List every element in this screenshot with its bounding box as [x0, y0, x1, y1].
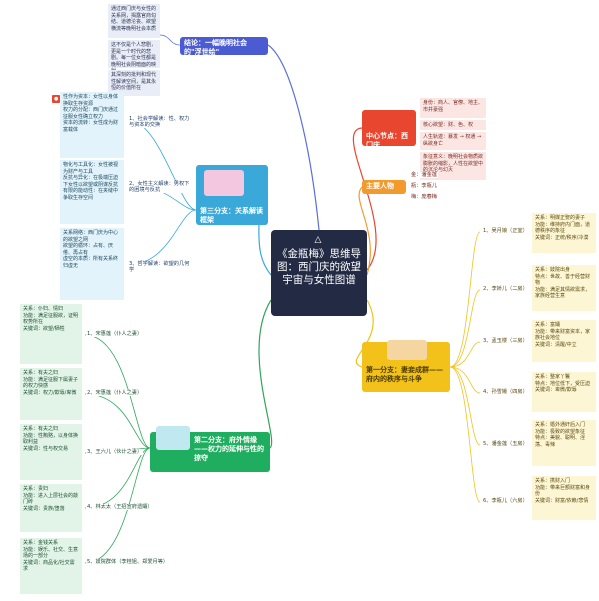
part2-member-1-notes: 关系：仆妇、情妇 功能：满足征服欲，证明权势所在 关键词：欲望/牺牲	[20, 304, 82, 364]
note-line: 关键词：卑微/欺辱	[535, 387, 577, 393]
part1-member-2-notes: 关系：妓院出身 特点：世故、善于经营财物 功能：满足其情欲需求，家族经营生意	[532, 265, 596, 311]
note-line: 功能：娱乐、社交、生意场的一部分	[23, 546, 79, 560]
note-line: 关系：整家丫鬟	[535, 374, 571, 380]
note-line: 关系：富孀	[535, 322, 561, 328]
note-line: 关系：婚外通奸后入门	[535, 422, 586, 428]
part2-member-3-notes: 关系：有夫之妇 功能：性贿赂，以身体换取利益 关键词：性与权交易	[20, 424, 82, 480]
core-node-title: 中心节点：西门庆	[366, 132, 408, 149]
part1-member-6-label[interactable]: 6、李瓶儿（六房）	[482, 498, 529, 504]
note-line: 特点：美貌、聪明、淫荡、毒辣	[535, 435, 586, 448]
part2-member-2-label[interactable]: 2、宋惠莲（仆人之妻）	[86, 390, 144, 396]
note-line: 物化与工具化：女性被视为财产与工具	[63, 162, 119, 175]
note-line: 功能：维持府内门面，道德秩序的象征	[535, 221, 591, 235]
conclusion-note-1: 通过西门庆与女性的关系网，揭露官商勾结、道德沦丧、欲望横流等晚明社会本质	[108, 4, 160, 38]
part1-member-2-label[interactable]: 2、李娇儿（二房）	[482, 286, 529, 292]
note-line: 性作为资本：女性以身体换取生存资源	[63, 94, 119, 107]
note-line: 功能：满足其情欲需求，家族经营生意	[535, 286, 591, 300]
note-line: 欲望的循环：占有、厌倦、再占有	[63, 243, 114, 256]
note-line: 关键词：性与权交易	[23, 445, 69, 452]
conclusion-note-2: 这不仅是个人悲剧，更是一个时代的悲剧。每一位女性都是晚明社会阴暗面的映射	[108, 40, 160, 74]
part1-title: 第一分支：妻妾成群——府内的秩序与斗争	[366, 366, 443, 383]
part1-member-1-notes: 关系：明媒正娶的妻子 功能：维持府内门面，道德秩序的象征 关键词：正统/秩序/冷…	[532, 213, 596, 253]
part1-member-3-label[interactable]: 3、孟玉楼（三房）	[482, 338, 529, 344]
main-characters-hub[interactable]: 主要人物	[362, 180, 406, 194]
note-line: 关系：明媒正娶的妻子	[535, 215, 586, 221]
part3-group-2-notes: 物化与工具化：女性被视为财产与工具 反抗与异化：在极端压迫下女性以欲望或阴谋反抗…	[60, 160, 124, 224]
core-desire: 核心欲望：财、色、权	[420, 120, 486, 130]
part1-member-4-notes: 关系：整家丫鬟 特点：地位低下，受压迫 关键词：卑微/欺辱	[532, 372, 596, 412]
part3-group-1-notes: 性作为资本：女性以身体换取生存资源 权力的分配：西门庆通过征服女性确立权力 资本…	[60, 92, 124, 158]
note-line: 关系：携财入门	[535, 478, 571, 484]
part2-member-3-label[interactable]: 3、王六儿（伙计之妻）	[86, 449, 144, 455]
gift-illustration	[204, 170, 244, 196]
note-line: 关键词：商品化/社交需求	[23, 559, 75, 573]
note-line: 关系：贵妇	[23, 486, 49, 492]
part1-member-5-notes: 关系：婚外通奸后入门 功能：极致的欲望象征 特点：美貌、聪明、淫荡、毒辣	[532, 420, 596, 466]
part2-member-1-label[interactable]: 1、宋惠莲（仆人之妻）	[86, 331, 144, 337]
part1-member-1-label[interactable]: 1、吴月娘（正室）	[482, 228, 529, 234]
char-jin: 金：潘金莲	[410, 172, 438, 178]
note-line: 反抗与异化：在极端压迫下女性以欲望或阴谋反抗	[63, 175, 119, 188]
note-line: 资本的流转：女性成为财富载体	[63, 120, 119, 133]
part2-member-4-label[interactable]: 4、林太太（王招宣府遗孀）	[86, 504, 154, 510]
core-node-hub[interactable]: 中心节点：西门庆	[362, 110, 416, 149]
note-line: 关键词：清醒/中立	[535, 341, 577, 348]
note-line: 特点：地位低下，受压迫	[535, 380, 591, 387]
part2-title: 第二分支：府外情缘——权力的延伸与性的掠夺	[194, 436, 264, 462]
note-line: 关键词：欲望/牺牲	[23, 325, 65, 332]
part3-group-3-notes: 关系网络：西门庆为中心的欲望之网 欲望的循环：占有、厌倦、再占有 虚空的本质：所…	[60, 228, 124, 300]
note-line: 关系：金钱关系	[23, 540, 59, 546]
note-line: 关系：仆妇、情妇	[23, 306, 64, 312]
part2-member-5-notes: 关系：金钱关系 功能：娱乐、社交、生意场的一部分 关键词：商品化/社交需求	[20, 538, 82, 594]
conclusion-hub[interactable]: 结论：一幅晚明社会的"浮世绘"	[180, 37, 268, 56]
note-line: 权力的分配：西门庆通过征服女性确立权力	[63, 107, 119, 120]
part1-member-5-label[interactable]: 5、潘金莲（五房）	[482, 441, 529, 447]
note-line: 虚空的本质：所有关系终归虚无	[63, 256, 119, 269]
central-node[interactable]: △ 《金瓶梅》思维导图：西门庆的欲望宇宙与女性图谱	[271, 230, 367, 316]
note-line: 功能：带来巨额财富和身份	[535, 484, 591, 498]
part1-member-4-label[interactable]: 4、孙雪娥（四房）	[482, 389, 529, 395]
note-line: 功能：性贿赂，以身体换取利益	[23, 432, 79, 446]
tag-1: ●	[52, 95, 61, 103]
note-line: 功能：极致的欲望象征	[535, 428, 586, 435]
part2-member-2-notes: 关系：有夫之妇 功能：满足征服下属妻子的权力快感 关键词：权力/欺辱/卑微	[20, 368, 82, 420]
char-mei: 梅：庞春梅	[410, 194, 438, 200]
note-line: 功能：满足征服下属妻子的权力快感	[23, 376, 79, 390]
ship-illustration	[156, 426, 190, 450]
part1-member-3-notes: 关系：富孀 功能：带来财富资本，家族社会地位 关键词：清醒/中立	[532, 320, 596, 362]
note-line: 关键词：财富/依赖/悲情	[535, 497, 589, 504]
part1-member-6-notes: 关系：携财入门 功能：带来巨额财富和身份 关键词：财富/依赖/悲情	[532, 476, 596, 520]
note-line: 关系：妓院出身	[535, 267, 571, 273]
part3-group-1-label[interactable]: 1、社会学解读：性、权力与资本的交换	[128, 116, 192, 128]
note-line: 有限的能动性：在夹缝中争取生存空间	[63, 188, 119, 201]
note-line: 关键词：权力/欺辱/卑微	[23, 389, 77, 396]
note-line: 关系：有夫之妇	[23, 426, 59, 432]
part3-group-3-label[interactable]: 3、哲学解读：欲望的几何学	[128, 261, 192, 273]
char-ping: 瓶：李瓶儿	[410, 183, 438, 189]
note-line: 关键词：正统/秩序/冷漠	[535, 234, 589, 241]
note-line: 功能：满足征服欲，证明权势所在	[23, 312, 79, 326]
part2-member-5-label[interactable]: 5、妓院群体（李桂姐、郑爱月等）	[86, 559, 170, 565]
conclusion-note-3: 其深刻的批判和现代性解读空间，是其永恒的价值所在	[108, 70, 160, 96]
note-line: 关键词：贵族/堕落	[23, 505, 65, 512]
conclusion-title: 结论：一幅晚明社会的"浮世绘"	[184, 39, 247, 56]
part2-member-4-notes: 关系：贵妇 功能：进入上层社会的敲门砖 关键词：贵族/堕落	[20, 484, 82, 532]
lantern-icon: △	[314, 235, 322, 245]
part3-title: 第三分支：关系解读框架	[200, 207, 263, 224]
note-line: 关系网络：西门庆为中心的欲望之网	[63, 230, 119, 243]
note-line: 关系：有夫之妇	[23, 370, 59, 376]
note-line: 功能：带来财富资本，家族社会地位	[535, 328, 591, 342]
central-title: 《金瓶梅》思维导图：西门庆的欲望宇宙与女性图谱	[277, 248, 361, 286]
core-identity: 身份：商人、官僚、地主、市井豪强	[420, 98, 486, 118]
note-line: 功能：进入上层社会的敲门砖	[23, 492, 79, 506]
part3-group-2-label[interactable]: 2、女性主义解读：男权下的困境与反抗	[128, 181, 192, 193]
palace-illustration	[387, 340, 427, 360]
main-characters-title: 主要人物	[366, 182, 394, 190]
note-line: 特点：世故、善于经营财物	[535, 273, 591, 287]
core-trajectory: 人生轨迹：暴发 → 权通 → 纵欲身亡	[420, 132, 486, 150]
